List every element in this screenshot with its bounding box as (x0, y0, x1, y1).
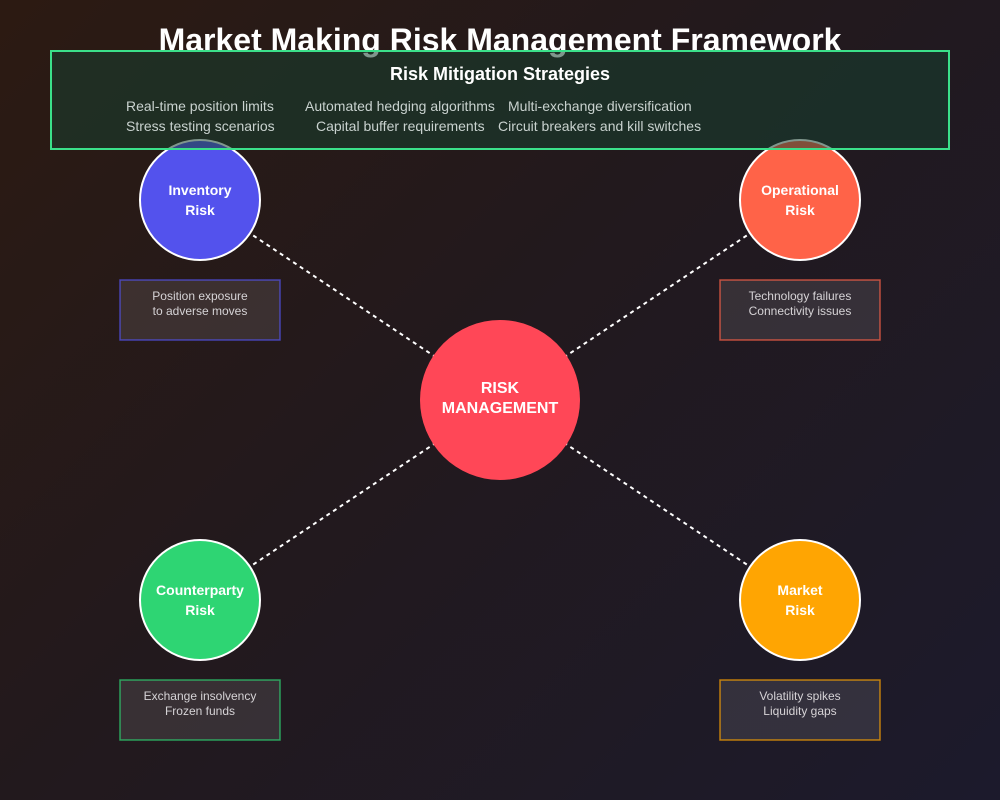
center-node (420, 320, 580, 480)
counterparty-risk-label: Counterparty Risk (156, 582, 244, 618)
counterparty-risk-node (139, 539, 261, 661)
strategy-position-limits: Real-time position limits (126, 98, 274, 114)
operational-desc-box (719, 279, 881, 341)
center-label-line1: RISK (480, 380, 520, 397)
mitigation-panel: Risk Mitigation Strategies Real-time pos… (50, 50, 950, 150)
operational-risk-label: Operational Risk (761, 182, 839, 218)
market-desc-box (719, 679, 881, 741)
strategy-diversification: Multi-exchange diversification (508, 98, 692, 114)
market-risk-desc: Volatility spikes Liquidity gaps (759, 689, 841, 718)
strategy-circuit-breakers: Circuit breakers and kill switches (498, 118, 702, 134)
counterparty-desc-box (119, 679, 281, 741)
strategy-stress-testing: Stress testing scenarios (126, 118, 275, 134)
strategy-hedging: Automated hedging algorithms (305, 98, 495, 114)
market-risk-label: Market Risk (777, 582, 823, 618)
operational-risk-desc: Technology failures Connectivity issues (748, 289, 852, 318)
inventory-desc-box (119, 279, 281, 341)
counterparty-risk-desc: Exchange insolvency Frozen funds (143, 689, 257, 718)
center-label: RISK MANAGEMENT (420, 379, 580, 419)
strategy-capital-buffer: Capital buffer requirements (316, 118, 485, 134)
inventory-risk-label: Inventory Risk (168, 182, 232, 218)
inventory-risk-desc: Position exposure to adverse moves (152, 289, 248, 318)
center-label-line2: MANAGEMENT (441, 400, 559, 417)
market-risk-node (739, 539, 861, 661)
mitigation-heading: Risk Mitigation Strategies (389, 64, 611, 84)
